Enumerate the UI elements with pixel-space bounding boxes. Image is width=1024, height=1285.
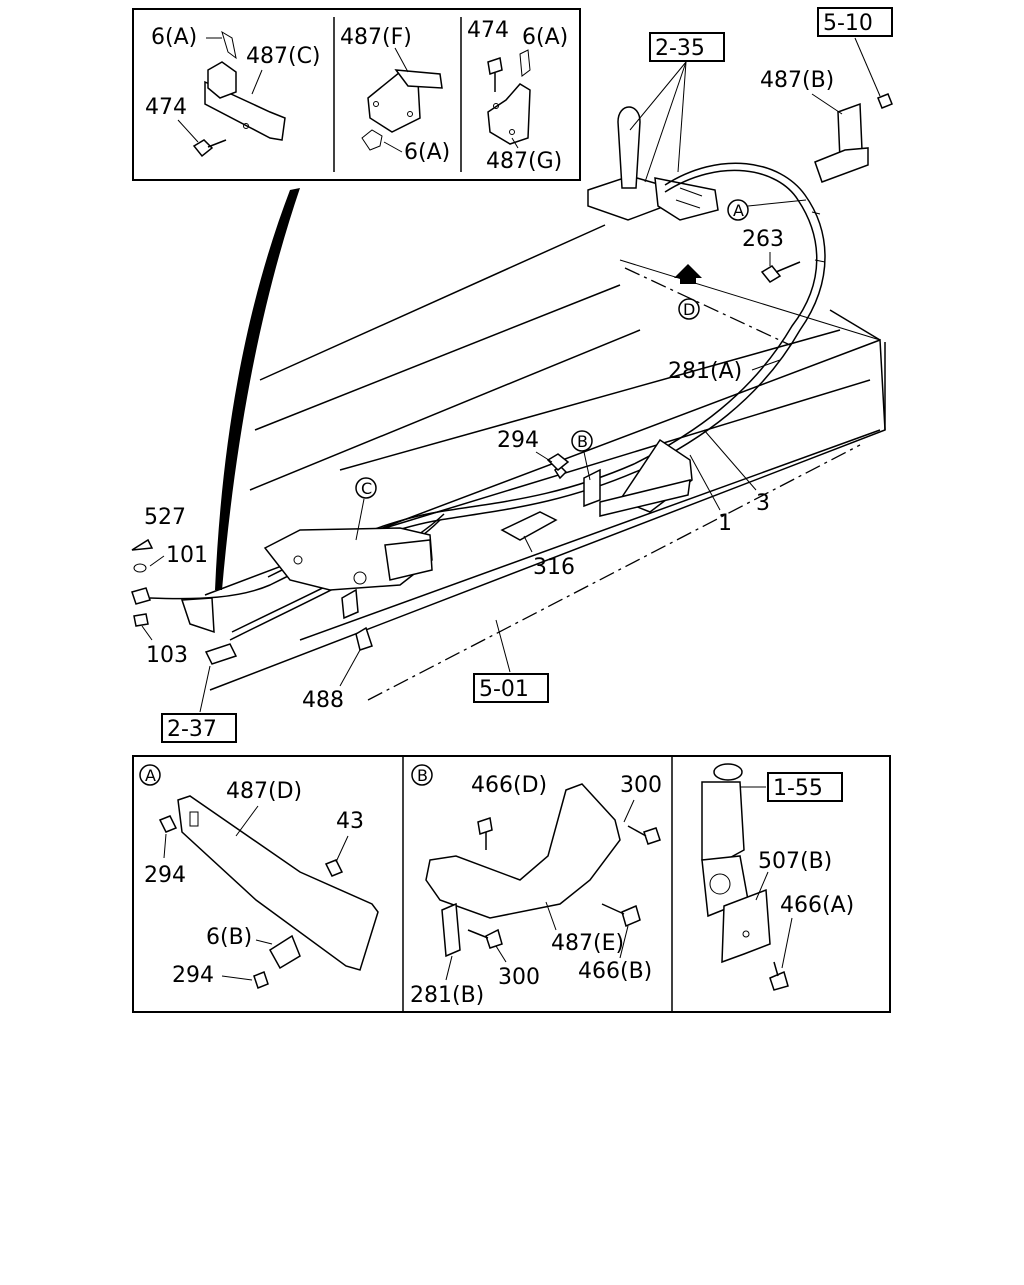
bolt-474-part bbox=[487, 57, 503, 92]
bolt-300-part bbox=[627, 825, 661, 845]
inset-c: 1-55 507(B) 466(A) bbox=[701, 763, 854, 991]
callout-6a: 6(A) bbox=[404, 140, 450, 165]
bolt-263-part bbox=[760, 261, 801, 283]
callout-300: 300 bbox=[498, 965, 540, 990]
nut-294-part bbox=[253, 971, 269, 989]
callout-487g: 487(G) bbox=[486, 149, 562, 174]
callout-488: 488 bbox=[302, 688, 344, 713]
callout-316: 316 bbox=[533, 555, 575, 580]
nut-294-part bbox=[546, 453, 570, 472]
callout-6a: 6(A) bbox=[522, 25, 568, 50]
bolt-466a-part bbox=[769, 961, 789, 991]
callout-487d: 487(D) bbox=[226, 779, 302, 804]
svg-text:D: D bbox=[683, 300, 695, 319]
nut-43-part bbox=[324, 859, 344, 877]
inset-b: B 466(D) 300 300 bbox=[410, 764, 662, 1008]
callout-6a: 6(A) bbox=[151, 25, 197, 50]
svg-text:A: A bbox=[145, 766, 156, 785]
callout-487f: 487(F) bbox=[340, 25, 412, 50]
svg-text:5-10: 5-10 bbox=[823, 11, 873, 36]
callout-507b: 507(B) bbox=[758, 849, 832, 874]
callout-263: 263 bbox=[742, 227, 784, 252]
parking-brake-lever-part bbox=[701, 763, 771, 964]
ref-box-2-37: 2-37 bbox=[161, 713, 237, 743]
clip-281b-part bbox=[441, 902, 461, 958]
svg-text:B: B bbox=[577, 432, 588, 451]
top-inset-frame bbox=[132, 8, 581, 181]
svg-text:B: B bbox=[417, 766, 428, 785]
callout-3: 3 bbox=[756, 491, 770, 516]
callout-281b: 281(B) bbox=[410, 983, 484, 1008]
bracket-487b-part bbox=[811, 93, 893, 263]
callout-466d: 466(D) bbox=[471, 773, 547, 798]
callout-103: 103 bbox=[146, 643, 188, 668]
nut-294-part bbox=[158, 815, 178, 833]
callout-466a: 466(A) bbox=[780, 893, 854, 918]
bolt-300-part bbox=[467, 928, 503, 949]
callout-281a: 281(A) bbox=[668, 359, 742, 384]
callout-294: 294 bbox=[144, 863, 186, 888]
callout-6b: 6(B) bbox=[206, 925, 252, 950]
callout-294: 294 bbox=[497, 428, 539, 453]
bracket-487f-part bbox=[367, 69, 443, 133]
bracket-487c-part bbox=[204, 30, 286, 141]
svg-text:C: C bbox=[361, 479, 372, 498]
bottom-inset-frame bbox=[132, 755, 891, 1013]
svg-text:1-55: 1-55 bbox=[773, 776, 823, 801]
callout-294: 294 bbox=[172, 963, 214, 988]
svg-text:2-35: 2-35 bbox=[655, 36, 705, 61]
main-assembly: 2-35 5-10 5-01 2-37 A D bbox=[131, 7, 893, 743]
lever-bracket-part bbox=[599, 438, 693, 517]
svg-text:A: A bbox=[733, 201, 744, 220]
callout-474: 474 bbox=[145, 95, 187, 120]
svg-text:2-37: 2-37 bbox=[167, 717, 217, 742]
bracket-487d-part bbox=[177, 795, 379, 971]
marker-b: B bbox=[571, 430, 593, 452]
callout-466b: 466(B) bbox=[578, 959, 652, 984]
cable-end-fittings-part bbox=[131, 538, 373, 665]
ref-box-5-10: 5-10 bbox=[817, 7, 893, 37]
ref-box-2-35: 2-35 bbox=[649, 32, 725, 62]
marker-a: A bbox=[139, 764, 161, 786]
clip-6a-part bbox=[361, 129, 383, 151]
bottom-inset-panel: A 487(D) 43 294 6(B) 294 B bbox=[132, 755, 891, 1013]
callout-1: 1 bbox=[718, 511, 732, 536]
bolt-466d-part bbox=[477, 817, 493, 850]
callout-487b: 487(B) bbox=[760, 68, 834, 93]
ref-box-1-55: 1-55 bbox=[767, 772, 843, 802]
bracket-487g-part bbox=[487, 49, 531, 145]
bracket-487e-part bbox=[425, 783, 621, 919]
callout-300: 300 bbox=[620, 773, 662, 798]
bracket-c-assembly-part bbox=[263, 527, 433, 620]
direction-arrow-icon bbox=[674, 264, 702, 284]
marker-c: C bbox=[355, 477, 377, 499]
marker-b: B bbox=[411, 764, 433, 786]
cable-clip-316-part bbox=[500, 464, 601, 541]
callout-474: 474 bbox=[467, 18, 509, 43]
marker-a: A bbox=[727, 199, 749, 221]
floor-panel bbox=[204, 224, 886, 701]
clip-6b-part bbox=[269, 934, 301, 970]
callout-487c: 487(C) bbox=[246, 44, 321, 69]
svg-text:5-01: 5-01 bbox=[479, 677, 529, 702]
top-inset-panel: 6(A) 487(C) 474 487(F) 6(A) bbox=[132, 8, 581, 181]
shift-lever-part bbox=[587, 106, 719, 221]
callout-101: 101 bbox=[166, 543, 208, 568]
brake-cable bbox=[149, 162, 826, 641]
callout-43: 43 bbox=[336, 809, 364, 834]
cable-sweep-silhouette bbox=[215, 188, 300, 590]
inset-a: A 487(D) 43 294 6(B) 294 bbox=[139, 764, 379, 989]
marker-d: D bbox=[678, 298, 700, 320]
bolt-474-part bbox=[192, 139, 227, 158]
ref-box-5-01: 5-01 bbox=[473, 673, 549, 703]
bolt-466b-part bbox=[601, 903, 641, 928]
callout-487e: 487(E) bbox=[551, 931, 624, 956]
callout-527: 527 bbox=[144, 505, 186, 530]
